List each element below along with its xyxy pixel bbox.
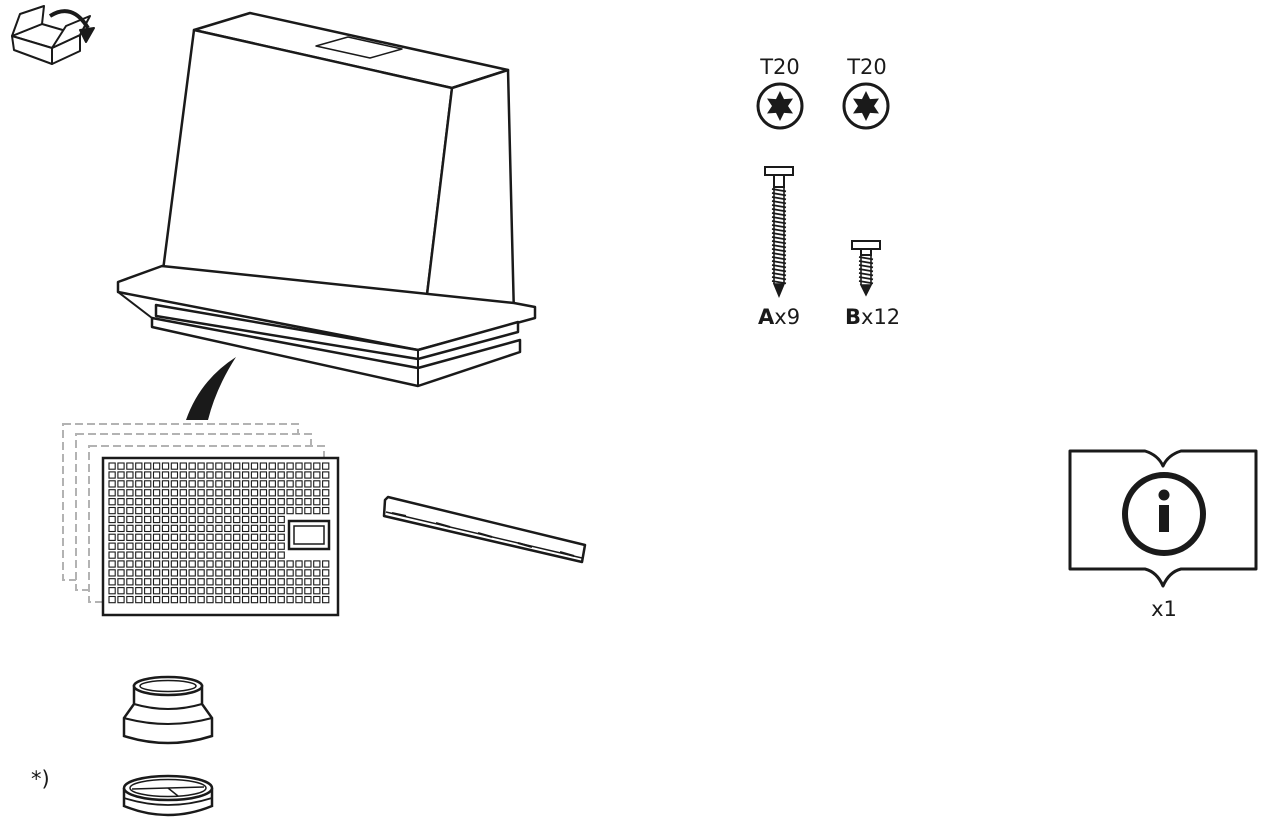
backflow-damper [122, 774, 214, 817]
screw-a-qty: x9 [774, 305, 800, 329]
torx-bit-icon [756, 82, 804, 130]
torx-bit-icon [842, 82, 890, 130]
torx-label-1: T20 [759, 55, 800, 79]
screw-b-letter: B [845, 305, 861, 329]
screw-a-label: Ax9 [758, 305, 800, 329]
box-unpack-icon [11, 5, 95, 65]
filter-mesh [108, 462, 330, 604]
screw-b-qty: x12 [861, 305, 900, 329]
pointer-arrow [186, 357, 236, 420]
hood-chimney [116, 11, 537, 388]
info-manual-icon [1068, 449, 1258, 588]
footnote-marker: *) [31, 767, 50, 791]
screw-a-letter: A [758, 305, 775, 329]
torx-label-2: T20 [846, 55, 887, 79]
mounting-bracket [382, 495, 587, 564]
duct-adapter [122, 675, 214, 745]
screw-a [764, 166, 794, 298]
grease-filter-stack [62, 423, 340, 617]
screw-b-label: Bx12 [845, 305, 900, 329]
manual-qty: x1 [1151, 597, 1177, 621]
screw-b [851, 240, 881, 297]
